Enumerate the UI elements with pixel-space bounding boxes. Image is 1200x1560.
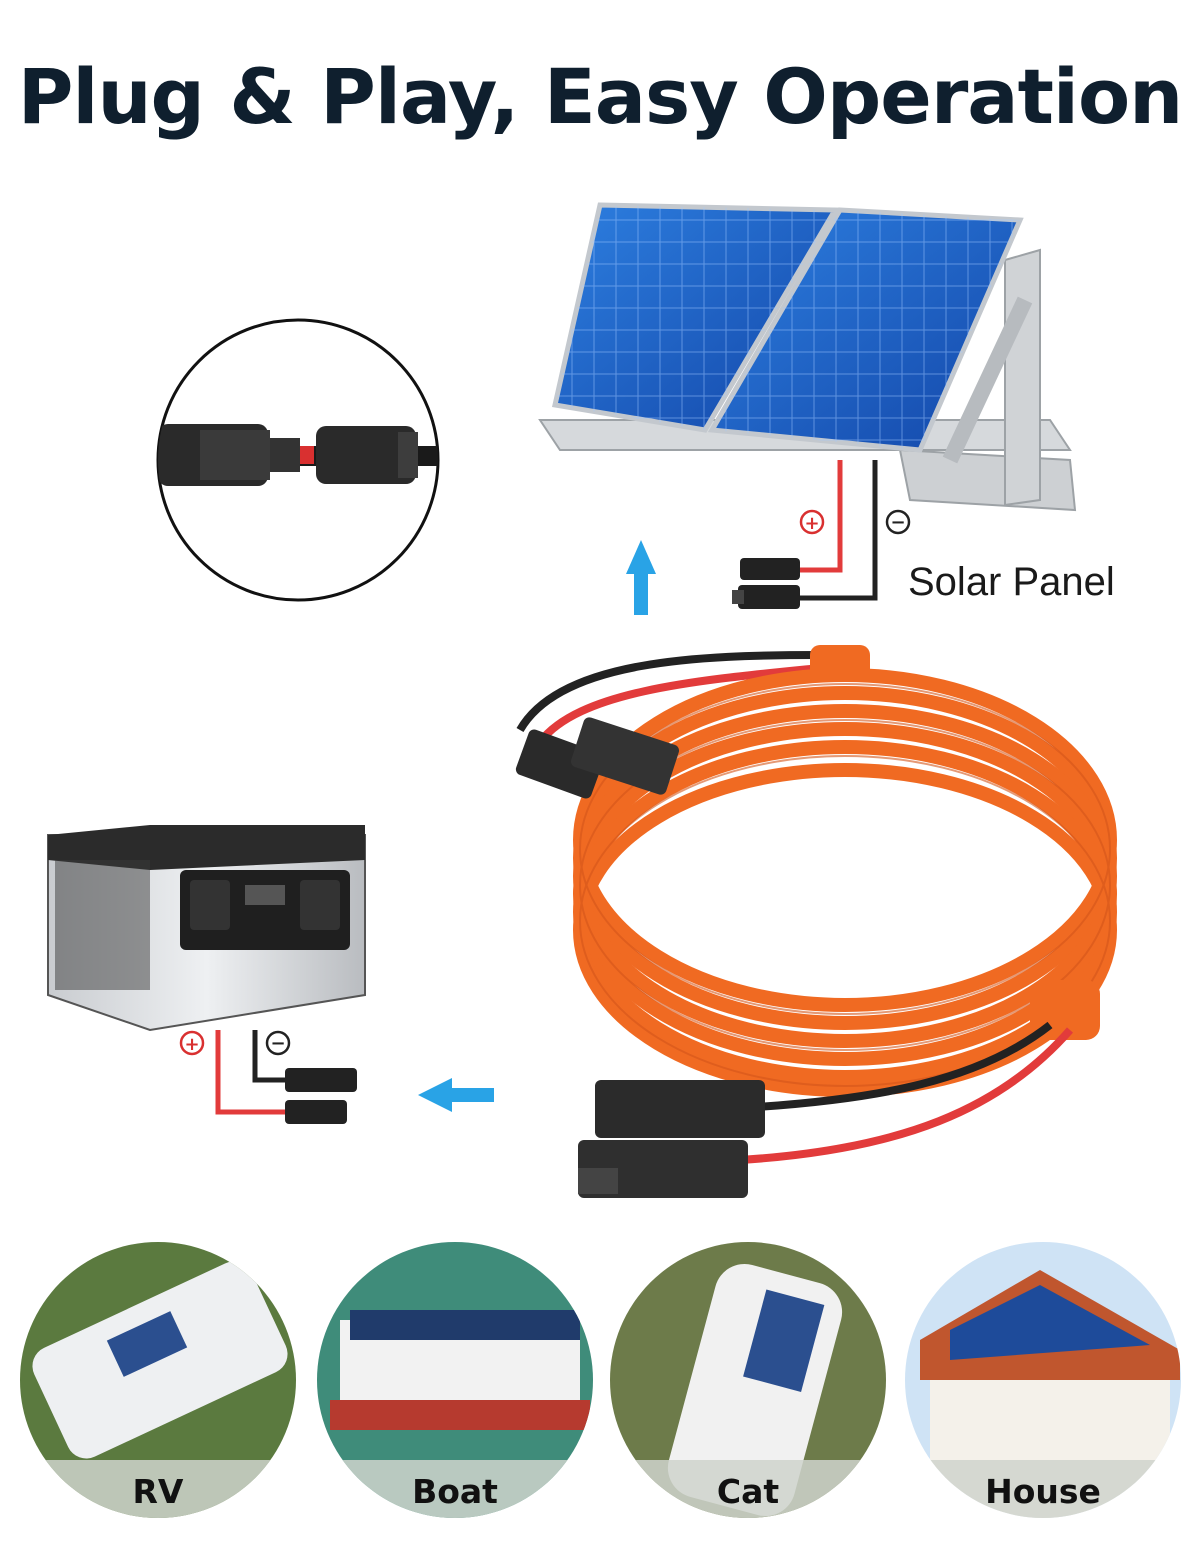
application-boat-image: [317, 1242, 593, 1518]
connector-closeup: [156, 318, 440, 602]
svg-text:+: +: [804, 513, 819, 534]
application-house-image: [905, 1242, 1181, 1518]
svg-text:−: −: [270, 1033, 285, 1054]
solar-panel-label: Solar Panel: [908, 560, 1115, 604]
solar-polarity-negative: −: [885, 509, 911, 535]
power-station: [47, 825, 366, 1124]
page-title: Plug & Play, Easy Operation: [17, 52, 1184, 141]
extension-cable: [515, 645, 1117, 1198]
solar-panel: [538, 202, 1077, 609]
svg-text:−: −: [890, 512, 905, 533]
arrow-left-icon: [418, 1078, 494, 1112]
application-label-boat: Boat: [412, 1472, 498, 1511]
application-rv-image: [20, 1242, 296, 1518]
application-label-cat: Cat: [716, 1472, 780, 1511]
arrow-up-icon: [626, 540, 656, 615]
application-label-house: House: [985, 1472, 1101, 1511]
svg-text:+: +: [184, 1034, 199, 1055]
station-polarity-negative: −: [265, 1030, 291, 1056]
application-label-rv: RV: [132, 1472, 184, 1511]
solar-polarity-positive: +: [799, 509, 825, 535]
station-polarity-positive: +: [179, 1030, 205, 1056]
